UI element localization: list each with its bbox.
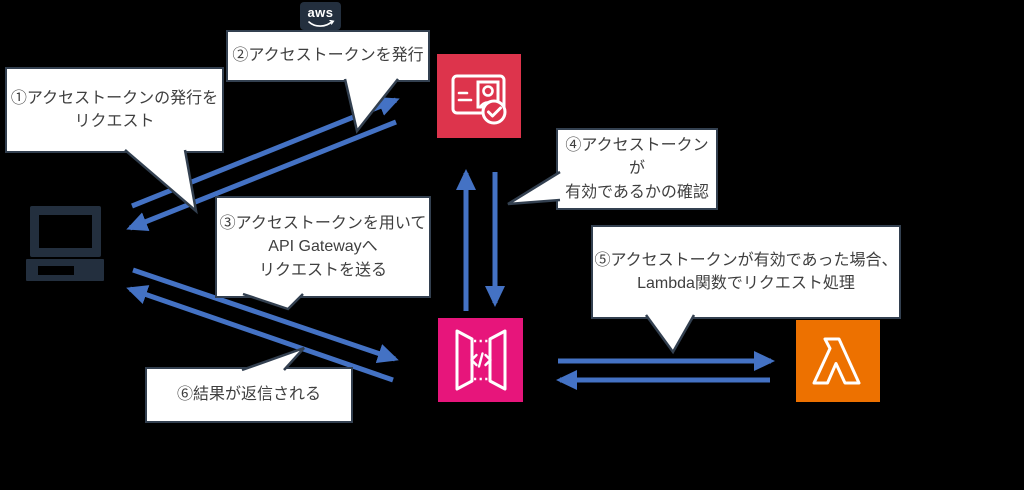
callout-step6-line1: ⑥結果が返信される: [176, 386, 321, 404]
api-gateway-icon: [438, 318, 523, 402]
aws-smile-icon: [307, 20, 335, 27]
callout-step6: ⑥結果が返信される: [145, 367, 353, 423]
callout-step2: ②アクセストークンを発行: [226, 30, 430, 82]
lambda-glyph-icon: [812, 337, 861, 385]
amazon-cognito-icon: [437, 54, 521, 138]
callout-step2-line1: ②アクセストークンを発行: [232, 47, 424, 65]
callout-step5-tail: [644, 314, 696, 355]
callout-step3-line2: API Gatewayへ: [268, 238, 378, 256]
aws-logo-text: aws: [307, 5, 334, 20]
callout-step4-line1: ④アクセストークンが: [565, 137, 709, 178]
callout-step4-tail: [507, 170, 561, 206]
callout-step1-line2: リクエスト: [74, 113, 155, 130]
callout-step3-line1: ③アクセストークンを用いて: [219, 215, 427, 233]
api-gateway-gate-icon: [455, 329, 507, 391]
client-computer-slot: [38, 266, 74, 275]
callout-step1: ①アクセストークンの発行を リクエスト: [5, 67, 224, 153]
client-computer-monitor-icon: [30, 206, 101, 257]
callout-step5-line1: ⑤アクセストークンが有効であった場合、: [594, 251, 898, 269]
aws-logo-badge: aws: [300, 2, 341, 30]
callout-step1-tail: [124, 149, 198, 215]
callout-step5-line2: Lambda関数でリクエスト処理: [637, 275, 855, 292]
callout-step4: ④アクセストークンが 有効であるかの確認: [556, 128, 718, 210]
callout-step3-line3: リクエストを送る: [258, 261, 387, 279]
cognito-idcard-icon: [451, 74, 507, 125]
callout-step4-line2: 有効であるかの確認: [565, 183, 709, 201]
aws-lambda-icon: [796, 320, 880, 402]
callout-step1-line1: ①アクセストークンの発行を: [10, 89, 219, 107]
callout-step3: ③アクセストークンを用いて API Gatewayへ リクエストを送る: [215, 196, 431, 298]
callout-step2-tail: [343, 78, 399, 134]
callout-step5: ⑤アクセストークンが有効であった場合、 Lambda関数でリクエスト処理: [591, 225, 901, 319]
